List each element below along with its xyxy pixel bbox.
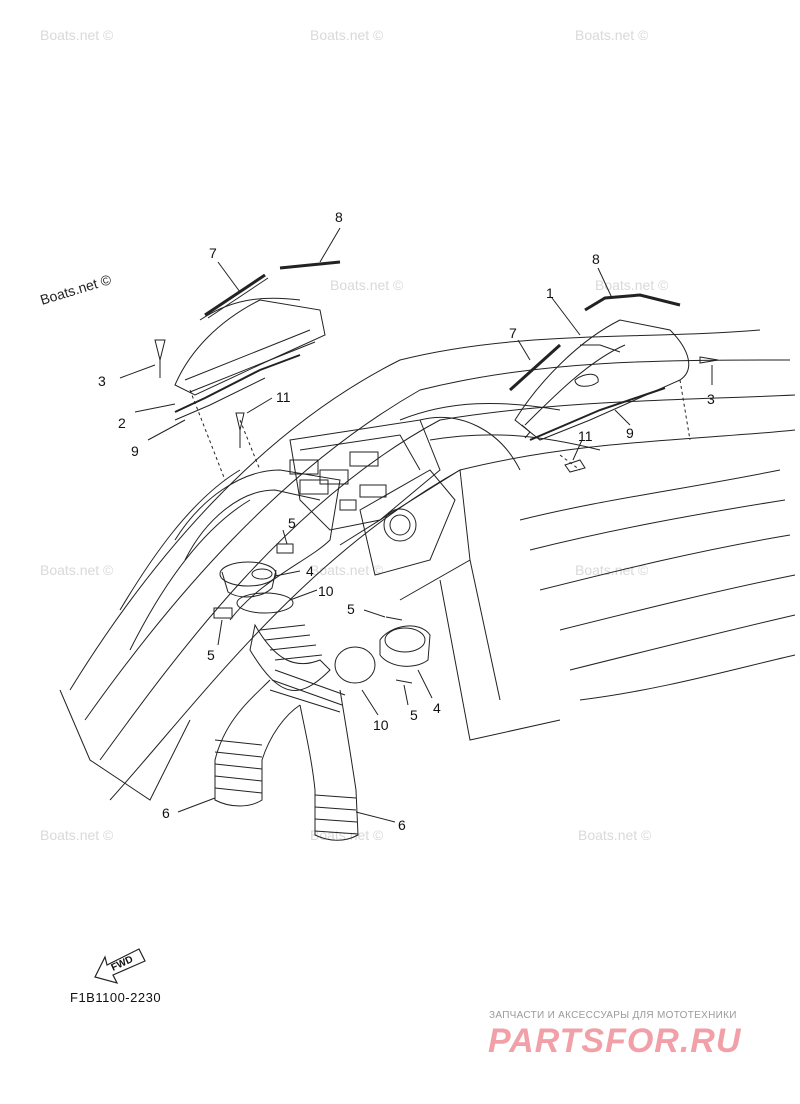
- watermark-dark: Boats.net ©: [38, 271, 113, 308]
- fasteners: [154, 339, 719, 473]
- watermark: Boats.net ©: [40, 827, 114, 843]
- callout-11: 11: [578, 428, 593, 444]
- callout-2: 2: [118, 415, 126, 431]
- leader-lines: [119, 227, 713, 823]
- callout-8: 8: [592, 251, 600, 267]
- callout-1: 1: [546, 285, 554, 301]
- callout-10: 10: [373, 717, 389, 733]
- forward-arrow-icon: FWD: [94, 948, 146, 984]
- callout-5: 5: [207, 647, 215, 663]
- watermark: Boats.net ©: [575, 27, 649, 43]
- callout-3: 3: [707, 391, 715, 407]
- air-ducts: [213, 543, 431, 841]
- brand-logo: PARTSFOR.RU: [488, 1022, 742, 1060]
- callouts: 7 8 3 2 9 11 8 1 7 3 9 11 5 4 10 5 5 5 4…: [98, 209, 715, 833]
- brand-tagline: ЗАПЧАСТИ И АКСЕССУАРЫ ДЛЯ МОТОТЕХНИКИ: [489, 1010, 737, 1021]
- callout-4: 4: [306, 563, 314, 579]
- callout-9: 9: [131, 443, 139, 459]
- callout-9: 9: [626, 425, 634, 441]
- callout-5: 5: [288, 515, 296, 531]
- callout-5: 5: [347, 601, 355, 617]
- watermark: Boats.net ©: [578, 827, 652, 843]
- callout-11: 11: [276, 389, 291, 405]
- right-vent-cover: [508, 293, 691, 471]
- watermark: Boats.net ©: [575, 562, 649, 578]
- watermark: Boats.net ©: [310, 562, 384, 578]
- callout-3: 3: [98, 373, 106, 389]
- watermark: Boats.net ©: [310, 827, 384, 843]
- callout-5: 5: [410, 707, 418, 723]
- callout-7: 7: [509, 325, 517, 341]
- watermark: Boats.net ©: [310, 27, 384, 43]
- callout-8: 8: [335, 209, 343, 225]
- callout-6: 6: [398, 817, 406, 833]
- watermark: Boats.net ©: [40, 562, 114, 578]
- watermark: Boats.net ©: [330, 277, 404, 293]
- hull-outline: [59, 329, 796, 801]
- callout-6: 6: [162, 805, 170, 821]
- callout-4: 4: [433, 700, 441, 716]
- watermark: Boats.net ©: [595, 277, 669, 293]
- callout-10: 10: [318, 583, 334, 599]
- left-vent-cover: [174, 260, 341, 481]
- diagram-part-code: F1B1100-2230: [70, 990, 162, 1005]
- callout-7: 7: [209, 245, 217, 261]
- watermark: Boats.net ©: [40, 27, 114, 43]
- watermark-group: Boats.net © Boats.net © Boats.net © Boat…: [38, 27, 669, 843]
